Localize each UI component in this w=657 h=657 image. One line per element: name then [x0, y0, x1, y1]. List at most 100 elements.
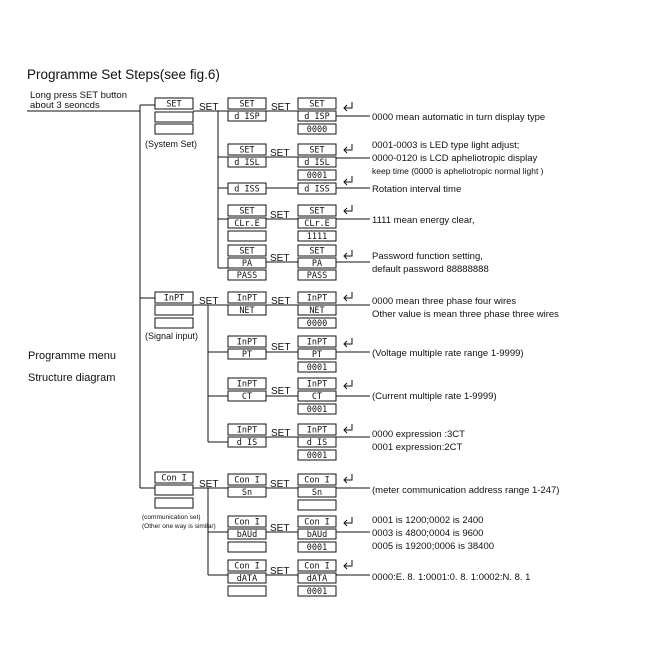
- display-text: dATA: [237, 574, 257, 584]
- display-text: Con I: [161, 474, 187, 484]
- item-signal-dis: InPT d IS SET InPT d IS 0001 0000 expres…: [208, 423, 465, 461]
- display-text: d ISP: [234, 112, 260, 122]
- display-box: [297, 541, 337, 553]
- item-desc: 0000 mean three phase four wires: [372, 296, 516, 307]
- display-box: [297, 156, 337, 168]
- display-text: Con I: [304, 518, 330, 528]
- display-box: [227, 217, 267, 229]
- group-caption: (System Set): [145, 139, 197, 149]
- enter-arrow-icon: [343, 560, 353, 570]
- display-box: [227, 585, 267, 597]
- display-text: InPT: [237, 426, 257, 436]
- display-text: 0001: [307, 587, 327, 597]
- group-caption: (Other one way is similar): [142, 523, 216, 530]
- group-comm: Con I (communication set) (Other one way…: [142, 471, 218, 575]
- display-text: SET: [239, 247, 254, 257]
- display-box: [154, 317, 194, 329]
- display-box: [227, 473, 267, 486]
- set-label: SET: [199, 479, 218, 490]
- display-box: [154, 497, 194, 509]
- enter-arrow-icon: [343, 338, 353, 348]
- display-text: InPT: [307, 294, 327, 304]
- display-box: [297, 123, 337, 135]
- display-text: CT: [242, 392, 252, 402]
- display-box: [297, 528, 337, 540]
- display-box: [154, 471, 194, 484]
- set-label: SET: [271, 386, 290, 397]
- display-box: [297, 515, 337, 528]
- display-text: 1111: [307, 232, 327, 242]
- display-text: Sn: [312, 488, 322, 498]
- display-box: [297, 348, 337, 360]
- display-text: InPT: [307, 380, 327, 390]
- display-box: [227, 515, 267, 528]
- long-press-line-1: Long press SET button: [30, 90, 127, 101]
- item-desc: Rotation interval time: [372, 184, 461, 195]
- display-text: SET: [309, 207, 324, 217]
- display-text: bAUd: [307, 530, 327, 540]
- menu-label-1: Programme menu: [28, 350, 116, 362]
- display-box: [297, 499, 337, 511]
- enter-arrow-icon: [343, 205, 353, 215]
- display-box: [154, 304, 194, 316]
- display-box: [227, 156, 267, 168]
- display-text: PT: [242, 350, 252, 360]
- item-system-disp: SET d ISP SET SET d ISP 0000 0000 mean a…: [218, 97, 545, 135]
- set-label: SET: [270, 523, 289, 534]
- display-text: d ISL: [304, 158, 330, 168]
- display-box: [227, 110, 267, 122]
- item-signal-pt: InPT PT SET InPT PT 0001 (Voltage multip…: [208, 335, 524, 373]
- item-desc: 0001 is 1200;0002 is 2400: [372, 515, 483, 526]
- item-desc: 1111 mean energy clear,: [372, 215, 474, 226]
- item-comm-sn: Con I Sn SET Con I Sn (meter communicati…: [208, 473, 559, 511]
- display-text: d ISL: [234, 158, 260, 168]
- enter-arrow-icon: [343, 250, 353, 260]
- display-box: [297, 204, 337, 217]
- display-box: [297, 436, 337, 448]
- enter-arrow-icon: [343, 102, 353, 112]
- display-box: [297, 585, 337, 597]
- display-text: Con I: [234, 562, 260, 572]
- display-box: [297, 403, 337, 415]
- display-box: [297, 230, 337, 242]
- display-box: [297, 269, 337, 281]
- display-text: Con I: [234, 476, 260, 486]
- item-signal-ct: InPT CT SET InPT CT 0001 (Current multip…: [208, 377, 497, 415]
- enter-arrow-icon: [343, 474, 353, 484]
- display-box: [227, 269, 267, 281]
- display-box: [297, 244, 337, 257]
- display-box: [227, 348, 267, 360]
- enter-arrow-icon: [343, 380, 353, 390]
- display-box: [227, 230, 267, 242]
- set-label: SET: [270, 566, 289, 577]
- display-text: InPT: [307, 338, 327, 348]
- display-text: InPT: [237, 338, 257, 348]
- set-label: SET: [199, 102, 218, 113]
- display-text: 0000: [307, 125, 327, 135]
- display-box: [227, 204, 267, 217]
- display-text: NET: [239, 306, 254, 316]
- long-press-line-2: about 3 seoncds: [30, 100, 100, 111]
- group-signal: InPT (Signal input) SET: [145, 291, 218, 442]
- display-text: PASS: [307, 271, 327, 281]
- display-box: [154, 111, 194, 123]
- display-text: 0001: [307, 451, 327, 461]
- item-desc: 0000 mean automatic in turn display type: [372, 112, 545, 123]
- display-text: NET: [309, 306, 324, 316]
- item-desc: 0000 expression :3CT: [372, 429, 465, 440]
- item-desc: 0000-0120 is LCD apheliotropic display: [372, 153, 538, 164]
- display-box: [227, 559, 267, 572]
- item-desc: (Current multiple rate 1-9999): [372, 391, 497, 402]
- item-system-diss: d ISS d ISS Rotation interval time: [218, 176, 461, 195]
- page-title: Programme Set Steps(see fig.6): [27, 67, 220, 82]
- display-text: InPT: [164, 294, 184, 304]
- display-box: [154, 123, 194, 135]
- display-text: CLr.E: [304, 219, 330, 229]
- display-box: [297, 486, 337, 498]
- display-text: InPT: [237, 380, 257, 390]
- display-box: [297, 572, 337, 584]
- display-text: Con I: [234, 518, 260, 528]
- set-label: SET: [270, 148, 289, 159]
- item-desc: Other value is mean three phase three wi…: [372, 309, 559, 320]
